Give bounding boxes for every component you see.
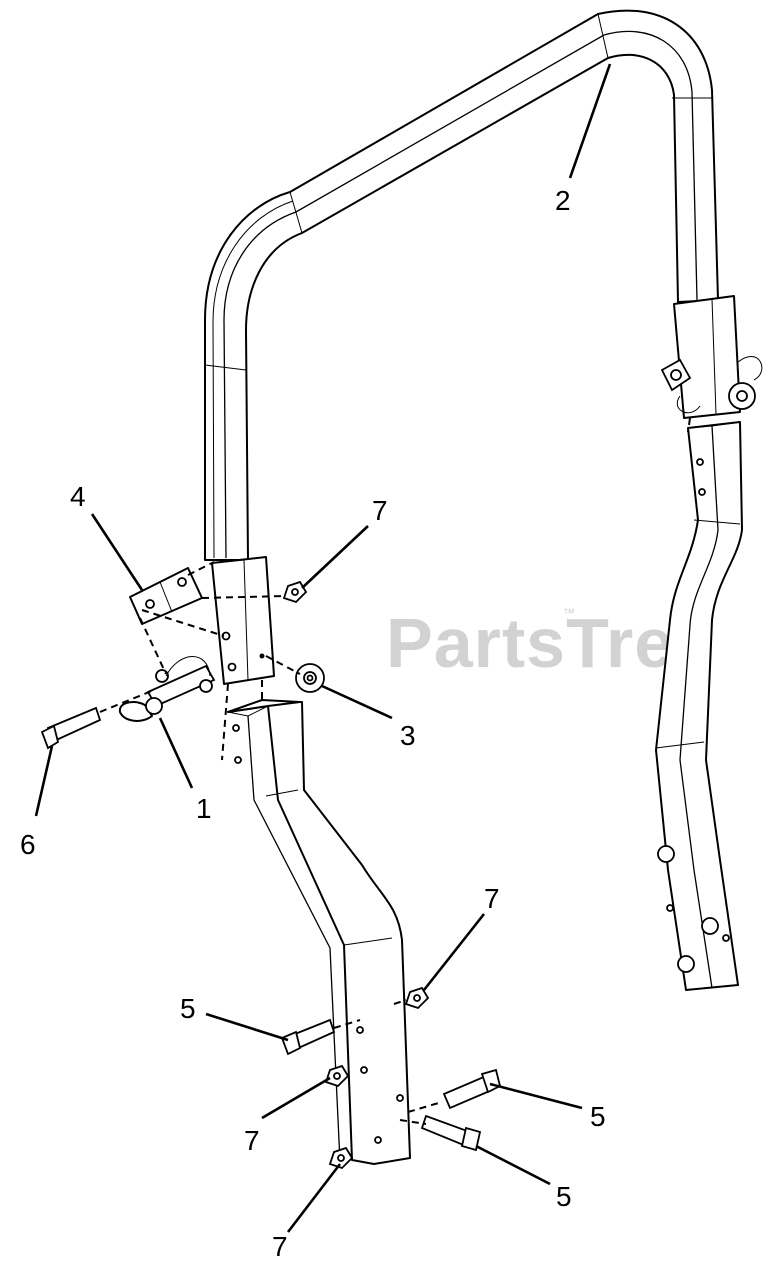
bracket-part-4 — [129, 567, 203, 625]
nut-part-7-d — [328, 1146, 354, 1170]
upper-rops-hoop — [204, 9, 719, 561]
bolt-part-5-upper-right — [442, 1068, 502, 1110]
callout-7-middle: 7 — [484, 883, 500, 914]
callout-5-upper-right: 5 — [590, 1101, 606, 1132]
trademark: ™ — [563, 606, 575, 620]
leader-lines — [34, 63, 612, 1233]
watermark: PartsTree — [386, 604, 714, 682]
callout-1: 1 — [196, 793, 212, 824]
callout-4: 4 — [70, 481, 86, 512]
callouts: 2 4 7 3 1 6 7 5 5 7 5 7 — [20, 185, 606, 1262]
bolt-part-5-left — [280, 1018, 336, 1056]
nut-part-7-b — [404, 986, 430, 1010]
callout-7-top: 7 — [372, 495, 388, 526]
knob-part-3 — [295, 663, 325, 693]
lower-left-post — [227, 699, 411, 1165]
bolt-part-6 — [40, 706, 102, 750]
callout-7-lower-left: 7 — [244, 1125, 260, 1156]
callout-2: 2 — [555, 185, 571, 216]
right-sleeve — [660, 295, 763, 419]
left-sleeve — [211, 556, 275, 685]
callout-7-bottom: 7 — [272, 1231, 288, 1262]
assembly-lines — [99, 417, 691, 1125]
hitch-pin-part-1 — [118, 656, 216, 722]
callout-6: 6 — [20, 829, 36, 860]
bolt-part-5-lower-right — [420, 1114, 482, 1152]
callout-3: 3 — [400, 720, 416, 751]
callout-5-lower-right: 5 — [556, 1181, 572, 1212]
callout-5-left: 5 — [180, 993, 196, 1024]
lower-right-post — [655, 421, 743, 991]
nut-part-7-c — [324, 1064, 350, 1088]
nut-part-7-a — [282, 580, 308, 604]
